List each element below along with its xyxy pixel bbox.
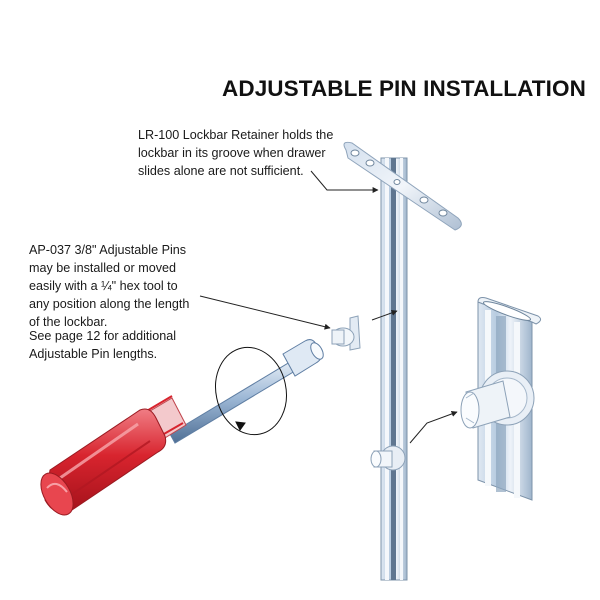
pin-callout-line: may be installed or moved [29,261,176,275]
enlarged-pin [460,370,535,429]
adjustable-pin-loose [331,315,361,351]
retainer-callout-line: LR-100 Lockbar Retainer holds the [138,128,334,142]
pin-callout-line: AP-037 3/8" Adjustable Pins [29,243,187,257]
leader-lines [199,170,458,444]
see-also-line: See page 12 for additional [29,329,177,343]
adjustable-pin-callout: AP-037 3/8" Adjustable Pins may be insta… [29,241,189,331]
see-also-line: Adjustable Pin lengths. [29,347,158,361]
lockbar [380,157,408,581]
retainer-callout: LR-100 Lockbar Retainer holds the lockba… [138,126,333,180]
retainer-callout-line: slides alone are not sufficient. [138,164,304,178]
see-also-callout: See page 12 for additional Adjustable Pi… [29,327,176,363]
pin-callout-line: easily with a ¼" hex tool to [29,279,178,293]
pin-callout-line: of the lockbar. [29,315,108,329]
lockbar-retainer-plate [343,141,462,231]
page-title: ADJUSTABLE PIN INSTALLATION [222,76,586,101]
pin-callout-line: any position along the length [29,297,190,311]
adjustable-pin-installed [370,445,406,471]
retainer-callout-line: lockbar in its groove when drawer [138,146,326,160]
rotation-arrow-icon [215,346,287,436]
hex-nut-driver [40,339,324,516]
